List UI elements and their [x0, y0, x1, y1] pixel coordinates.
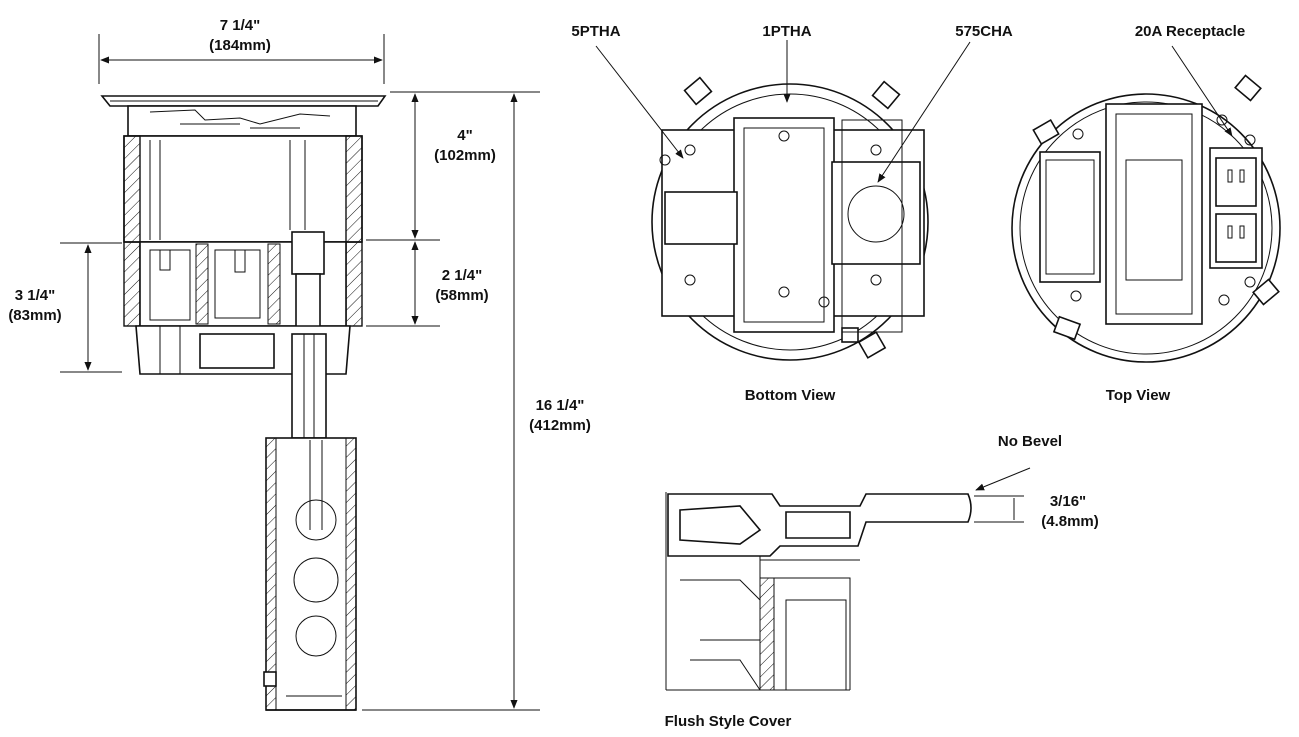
- callout-20a-receptacle: 20A Receptacle: [1135, 23, 1245, 40]
- left-height-mm-label: (83mm): [8, 307, 61, 324]
- width-label: 7 1/4": [220, 17, 260, 34]
- thickness-mm-label: (4.8mm): [1041, 513, 1099, 530]
- side-view: [100, 95, 387, 711]
- bottom-view: [651, 76, 929, 361]
- callout-575cha: 575CHA: [955, 23, 1013, 40]
- callout-1ptha: 1PTHA: [762, 23, 811, 40]
- mid-height-label: 2 1/4": [442, 267, 482, 284]
- cover-caption: Flush Style Cover: [665, 713, 792, 730]
- total-height-mm-label: (412mm): [529, 417, 591, 434]
- side-dimensions: [60, 34, 540, 711]
- no-bevel-callout: No Bevel: [998, 433, 1062, 450]
- callout-5ptha: 5PTHA: [571, 23, 620, 40]
- cover-detail: [665, 492, 972, 691]
- total-height-label: 16 1/4": [536, 397, 585, 414]
- top-view: [1011, 74, 1281, 363]
- width-mm-label: (184mm): [209, 37, 271, 54]
- top-view-caption: Top View: [1106, 387, 1171, 404]
- bottom-view-caption: Bottom View: [745, 387, 836, 404]
- upper-height-mm-label: (102mm): [434, 147, 496, 164]
- left-height-label: 3 1/4": [15, 287, 55, 304]
- mid-height-mm-label: (58mm): [435, 287, 488, 304]
- thickness-label: 3/16": [1050, 493, 1086, 510]
- upper-height-label: 4": [457, 127, 472, 144]
